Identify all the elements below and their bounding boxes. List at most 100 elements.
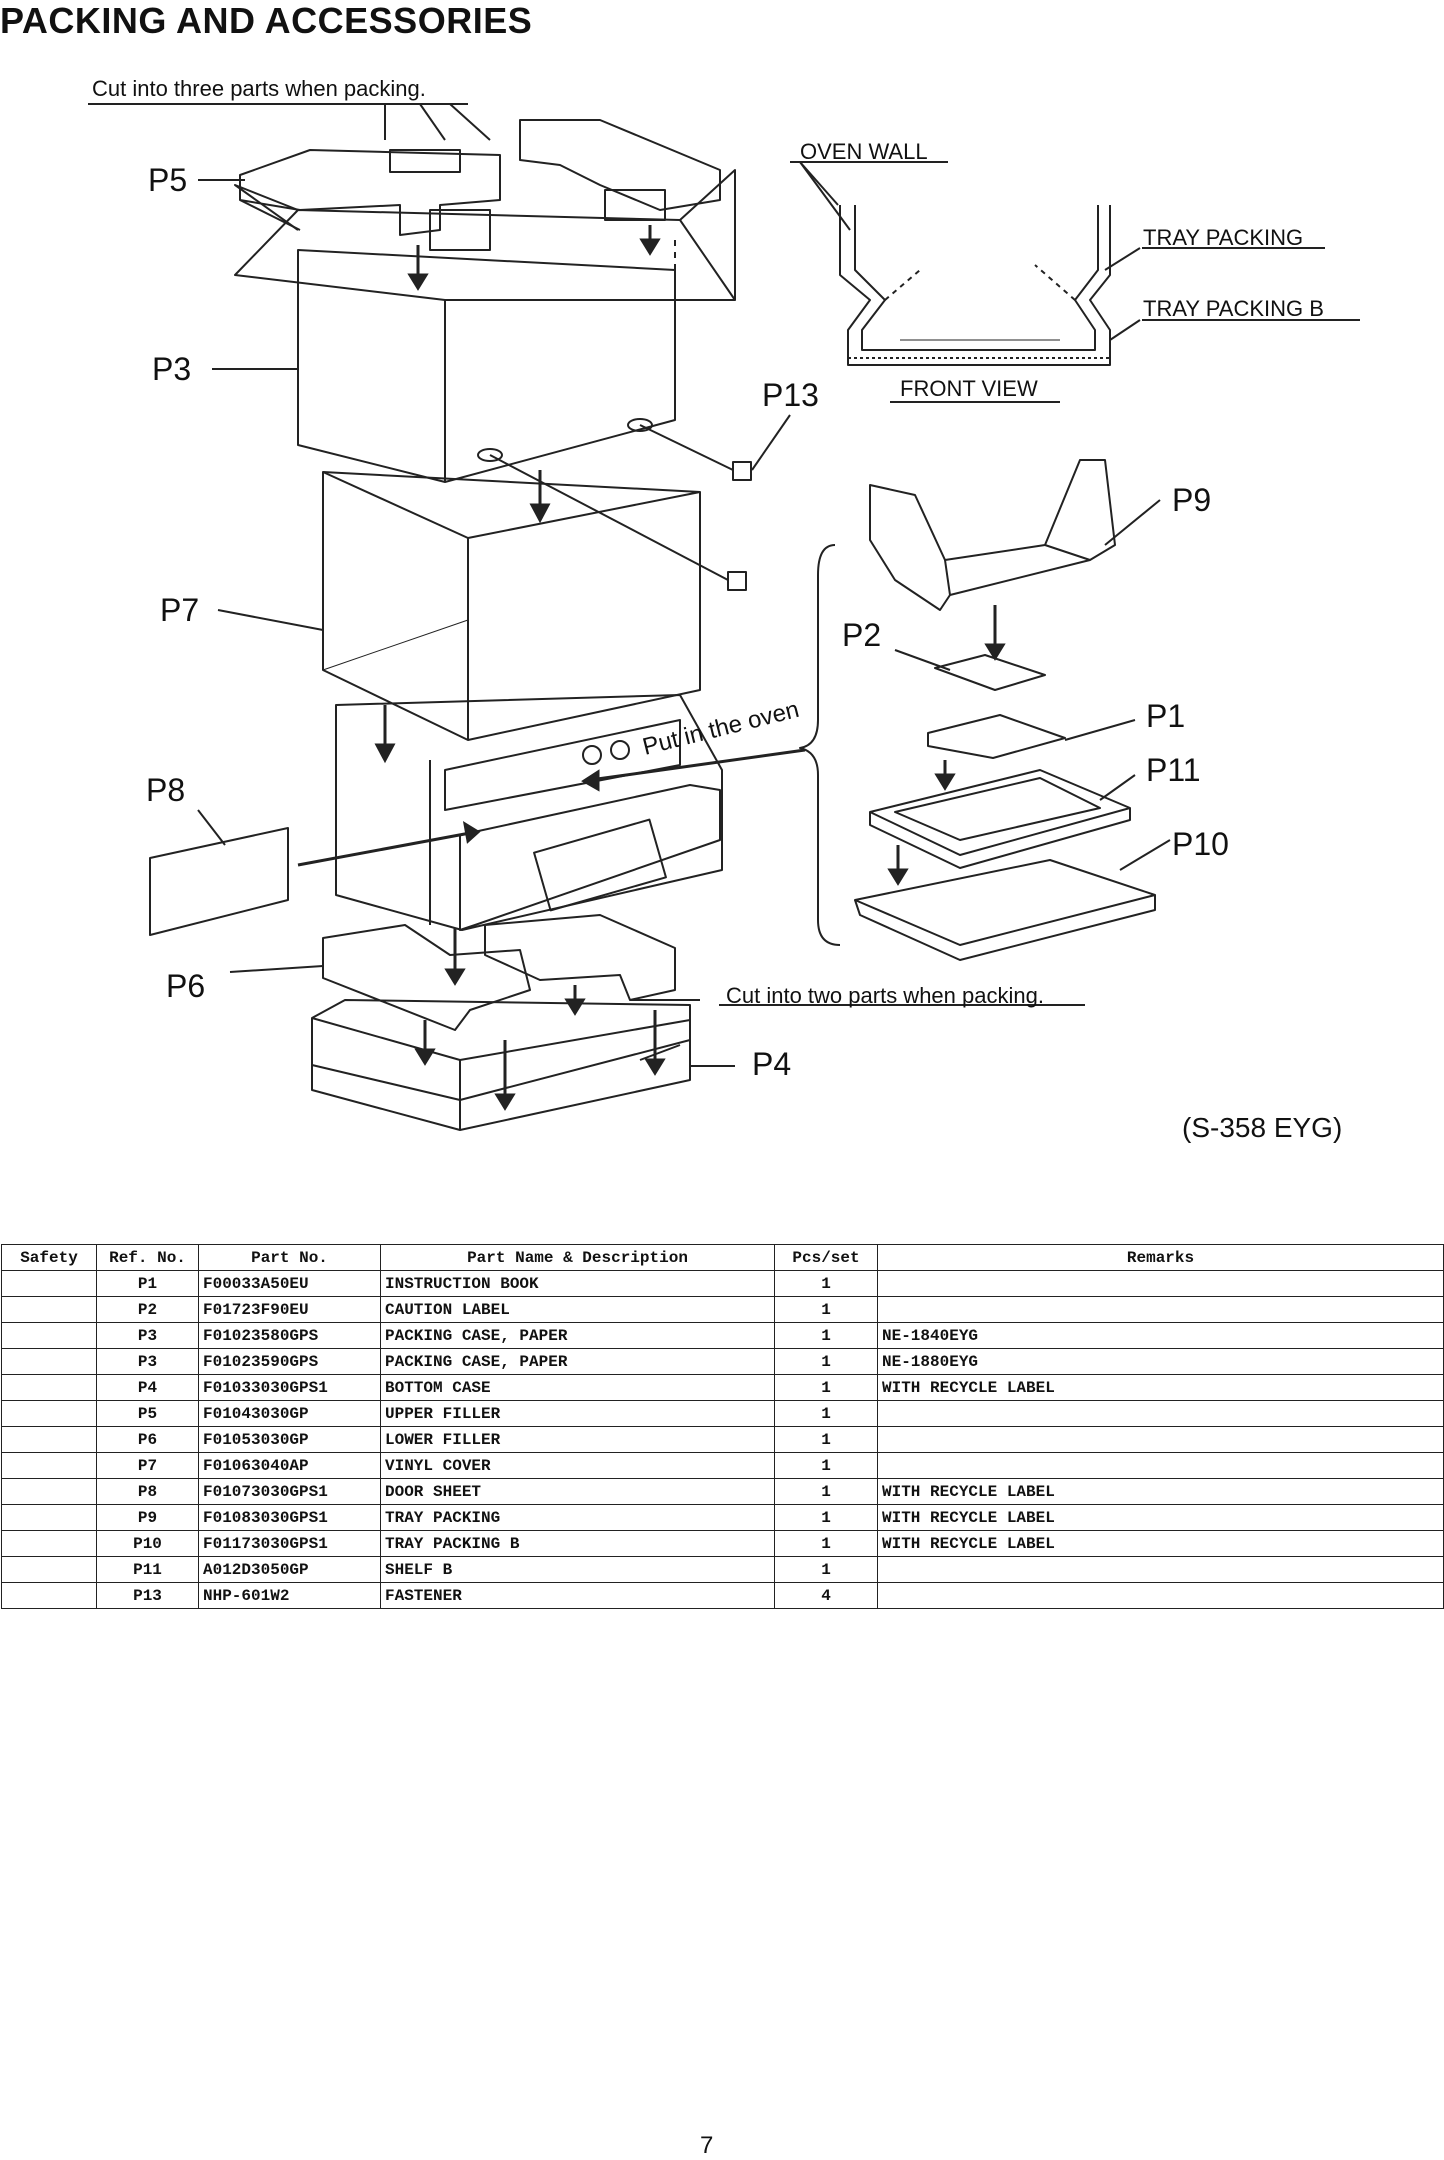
- cell-remarks: WITH RECYCLE LABEL: [877, 1530, 1444, 1557]
- cell-name: TRAY PACKING: [380, 1504, 775, 1531]
- cell-name: DOOR SHEET: [380, 1478, 775, 1505]
- cell-part-no: F01053030GP: [198, 1426, 381, 1453]
- instruction-book-drawing: [927, 714, 1066, 759]
- cell-part-no: F01073030GPS1: [198, 1478, 381, 1505]
- label-p5: P5: [148, 162, 187, 198]
- cell-part-no: F01083030GPS1: [198, 1504, 381, 1531]
- cell-name: PACKING CASE, PAPER: [380, 1348, 775, 1375]
- cell-pcs: 1: [774, 1322, 878, 1349]
- cell-pcs: 1: [774, 1452, 878, 1479]
- cell-part-no: F01033030GPS1: [198, 1374, 381, 1401]
- cell-safety: [1, 1296, 97, 1323]
- cell-remarks: [877, 1270, 1444, 1297]
- col-pcs-set: Pcs/set: [774, 1244, 878, 1271]
- cell-remarks: [877, 1400, 1444, 1427]
- cell-safety: [1, 1374, 97, 1401]
- label-p13: P13: [762, 377, 819, 413]
- cell-ref: P1: [96, 1270, 199, 1297]
- cell-safety: [1, 1530, 97, 1557]
- cell-ref: P3: [96, 1348, 199, 1375]
- parts-table: Safety Ref. No. Part No. Part Name & Des…: [1, 1244, 1444, 1609]
- front-view-drawing: [839, 205, 1111, 366]
- packing-diagram: Cut into three parts when packing. P5 P3…: [88, 76, 1360, 1131]
- cell-part-no: F01023580GPS: [198, 1322, 381, 1349]
- cell-pcs: 1: [774, 1296, 878, 1323]
- cell-remarks: [877, 1582, 1444, 1609]
- cell-name: TRAY PACKING B: [380, 1530, 775, 1557]
- cell-part-no: A012D3050GP: [198, 1556, 381, 1583]
- cell-name: UPPER FILLER: [380, 1400, 775, 1427]
- cell-pcs: 1: [774, 1374, 878, 1401]
- cell-pcs: 1: [774, 1270, 878, 1297]
- cell-ref: P9: [96, 1504, 199, 1531]
- col-remarks: Remarks: [877, 1244, 1444, 1271]
- cell-safety: [1, 1504, 97, 1531]
- cell-ref: P5: [96, 1400, 199, 1427]
- lower-filler-drawing: [322, 914, 676, 1031]
- cell-part-no: NHP-601W2: [198, 1582, 381, 1609]
- cell-pcs: 1: [774, 1478, 878, 1505]
- fastener-icon: [732, 461, 752, 481]
- cell-remarks: WITH RECYCLE LABEL: [877, 1504, 1444, 1531]
- label-p3: P3: [152, 351, 191, 387]
- cell-remarks: [877, 1296, 1444, 1323]
- cell-ref: P3: [96, 1322, 199, 1349]
- cell-part-no: F01063040AP: [198, 1452, 381, 1479]
- cell-safety: [1, 1400, 97, 1427]
- label-tray-packing-b: TRAY PACKING B: [1143, 296, 1324, 321]
- page-title: PACKING AND ACCESSORIES: [0, 0, 533, 41]
- oven-drawing: [335, 694, 723, 931]
- col-part-name: Part Name & Description: [380, 1244, 775, 1271]
- packing-case-drawing: [234, 169, 736, 483]
- cell-remarks: NE-1880EYG: [877, 1348, 1444, 1375]
- model-code: (S-358 EYG): [1182, 1112, 1343, 1143]
- label-p4: P4: [752, 1046, 791, 1082]
- cell-remarks: WITH RECYCLE LABEL: [877, 1478, 1444, 1505]
- label-p1: P1: [1146, 698, 1185, 734]
- cell-part-no: F00033A50EU: [198, 1270, 381, 1297]
- cell-part-no: F01723F90EU: [198, 1296, 381, 1323]
- cell-safety: [1, 1322, 97, 1349]
- cell-name: BOTTOM CASE: [380, 1374, 775, 1401]
- cell-ref: P7: [96, 1452, 199, 1479]
- label-p7: P7: [160, 592, 199, 628]
- bracket: [799, 544, 841, 946]
- shelf-b-drawing: [869, 769, 1131, 869]
- cell-pcs: 1: [774, 1504, 878, 1531]
- label-front-view: FRONT VIEW: [900, 376, 1038, 401]
- cell-safety: [1, 1426, 97, 1453]
- cell-name: VINYL COVER: [380, 1452, 775, 1479]
- cell-pcs: 1: [774, 1400, 878, 1427]
- label-oven-wall: OVEN WALL: [800, 139, 928, 164]
- cell-name: CAUTION LABEL: [380, 1296, 775, 1323]
- cell-safety: [1, 1452, 97, 1479]
- cell-safety: [1, 1478, 97, 1505]
- cell-part-no: F01043030GP: [198, 1400, 381, 1427]
- cell-ref: P13: [96, 1582, 199, 1609]
- col-ref-no: Ref. No.: [96, 1244, 199, 1271]
- label-p10: P10: [1172, 826, 1229, 862]
- cell-pcs: 1: [774, 1426, 878, 1453]
- col-part-no: Part No.: [198, 1244, 381, 1271]
- cell-name: LOWER FILLER: [380, 1426, 775, 1453]
- cell-safety: [1, 1270, 97, 1297]
- cell-pcs: 1: [774, 1556, 878, 1583]
- col-safety: Safety: [1, 1244, 97, 1271]
- cell-safety: [1, 1582, 97, 1609]
- cell-pcs: 1: [774, 1348, 878, 1375]
- bottom-case-drawing: [311, 999, 691, 1131]
- label-p8: P8: [146, 772, 185, 808]
- cell-remarks: [877, 1556, 1444, 1583]
- label-p6: P6: [166, 968, 205, 1004]
- cell-ref: P8: [96, 1478, 199, 1505]
- cell-remarks: NE-1840EYG: [877, 1322, 1444, 1349]
